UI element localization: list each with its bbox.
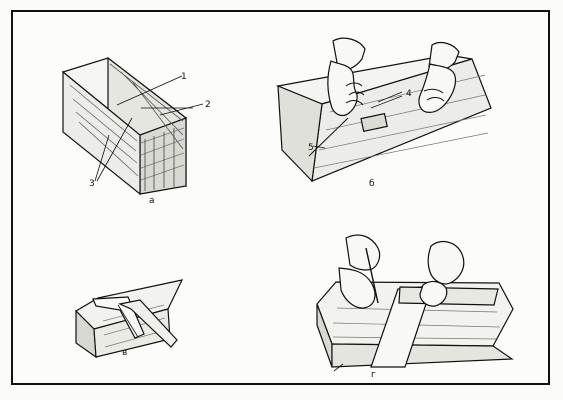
callout-b-4: 4 [406,89,412,99]
panel-v-drawing [76,280,182,357]
panel-letter-a: а [149,196,155,206]
panel-g-drawing [317,235,513,371]
callout-a-1: 1 [181,72,187,82]
callout-a-3: 3 [89,179,95,189]
panel-b-drawing [278,38,491,181]
panel-letter-v: в [122,348,128,358]
panel-a-drawing [63,58,203,194]
callout-a-2: 2 [205,100,211,110]
panel-letter-b: б [369,179,375,189]
callout-b-5: 5 [308,143,314,153]
panel-letter-g: г [371,370,376,380]
